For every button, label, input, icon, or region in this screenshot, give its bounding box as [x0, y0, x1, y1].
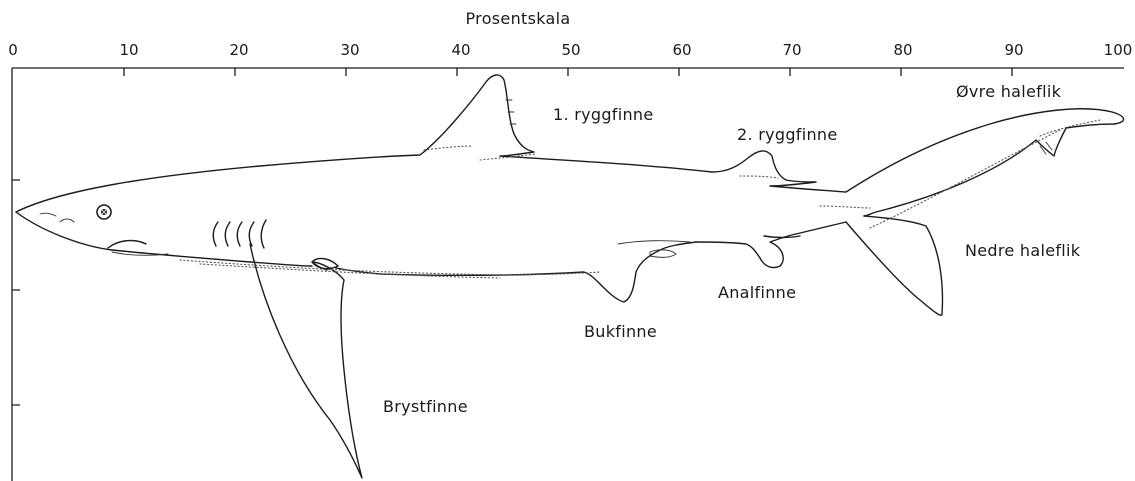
- tick-label-80: 80: [893, 41, 912, 59]
- label-pelvic-fin: Bukfinne: [584, 322, 657, 341]
- label-dorsal-fin-1: 1. ryggfinne: [553, 105, 654, 124]
- upper-tail-lobe-edge: [864, 128, 1066, 216]
- label-anal-fin: Analfinne: [718, 283, 796, 302]
- shark-illustration: [16, 75, 1124, 478]
- label-dorsal-fin-2: 2. ryggfinne: [737, 125, 838, 144]
- belly-shading: [180, 260, 600, 275]
- tick-label-50: 50: [561, 41, 580, 59]
- label-pectoral-fin: Brystfinne: [383, 397, 468, 416]
- tick-label-100: 100: [1104, 41, 1133, 59]
- head-underside: [16, 212, 312, 266]
- mouth-line: [108, 241, 146, 248]
- tick-label-70: 70: [782, 41, 801, 59]
- tick-label-10: 10: [119, 41, 138, 59]
- peduncle-underside: [696, 222, 846, 268]
- scale-title: Prosentskala: [466, 9, 571, 28]
- tick-label-40: 40: [451, 41, 470, 59]
- eye: [97, 205, 111, 219]
- dorsal-fin-shading: [424, 146, 472, 150]
- pectoral-fin-outline: [250, 244, 362, 478]
- scale-tick-marks: [124, 68, 1012, 76]
- anal-fin-outline: [764, 236, 800, 238]
- tick-label-20: 20: [229, 41, 248, 59]
- label-upper-tail-lobe: Øvre haleflik: [956, 82, 1062, 101]
- tail-shading: [820, 206, 870, 208]
- pectoral-base: [312, 259, 338, 269]
- tick-label-30: 30: [340, 41, 359, 59]
- tick-label-0: 0: [8, 41, 18, 59]
- tick-label-90: 90: [1004, 41, 1023, 59]
- label-lower-tail-lobe: Nedre haleflik: [965, 241, 1081, 260]
- tick-label-60: 60: [672, 41, 691, 59]
- nostril: [60, 219, 74, 222]
- scale-tick-labels: 0 10 20 30 40 50 60 70 80 90 100: [8, 41, 1132, 59]
- lower-tail-lobe-outline: [846, 216, 942, 315]
- gill-slits: [213, 220, 266, 248]
